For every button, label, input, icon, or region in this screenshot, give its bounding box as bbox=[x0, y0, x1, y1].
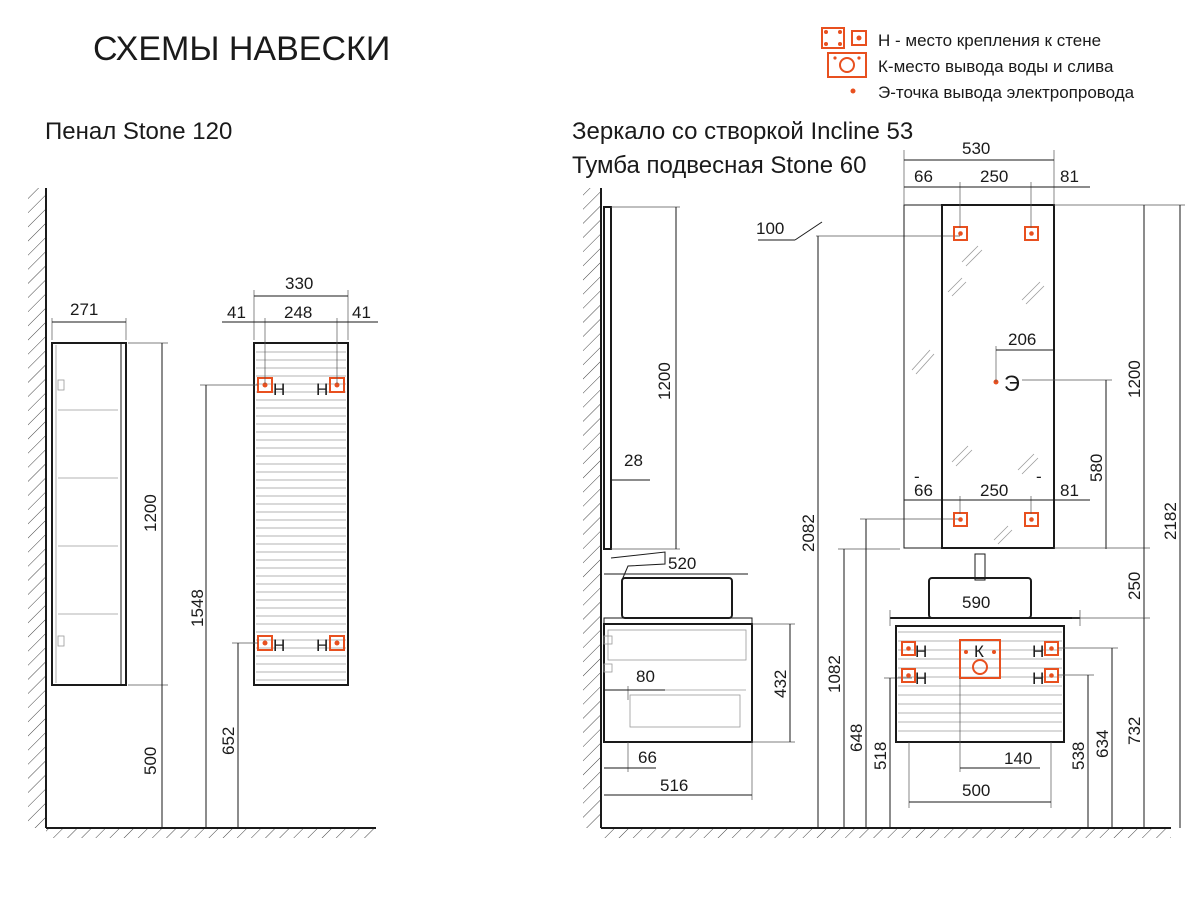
dim-100: 100 bbox=[756, 219, 784, 238]
pencil-case-front-view bbox=[253, 342, 349, 686]
dim-530: 530 bbox=[962, 139, 990, 158]
legend-mount-label: Н - место крепления к стене bbox=[878, 31, 1101, 50]
dim-634: 634 bbox=[1093, 730, 1112, 758]
dim-520: 520 bbox=[668, 554, 696, 573]
section-title-cabinet: Тумба подвесная Stone 60 bbox=[572, 152, 866, 179]
dim-1200-mirror: 1200 bbox=[1125, 360, 1144, 398]
dim-206: 206 bbox=[1008, 330, 1036, 349]
mirror-mount-tl bbox=[953, 226, 968, 241]
mark-h-tr: Н bbox=[316, 380, 328, 399]
mark-h-bl: Н bbox=[273, 636, 285, 655]
dim-432: 432 bbox=[771, 670, 790, 698]
dim-28: 28 bbox=[624, 451, 643, 470]
mount-point-icon bbox=[821, 27, 867, 49]
dim-590: 590 bbox=[962, 593, 990, 612]
cabinet-mount-bl bbox=[901, 668, 916, 683]
dim-250-bottom: 250 bbox=[980, 481, 1008, 500]
dim-1548: 1548 bbox=[188, 589, 207, 627]
dim-2082: 2082 bbox=[799, 514, 818, 552]
cabinet-mount-tl bbox=[901, 641, 916, 656]
mark-h-cab-tl: Н bbox=[915, 642, 927, 661]
dim-248: 248 bbox=[284, 303, 312, 322]
dim-500-cabinet: 500 bbox=[962, 781, 990, 800]
mark-h-tl: Н bbox=[273, 380, 285, 399]
dim-330: 330 bbox=[285, 274, 313, 293]
mirror-front-view bbox=[941, 204, 1055, 549]
pencil-case-drawing: 271 1200 500 Н Н Н Н 330 41 24 bbox=[28, 188, 378, 838]
mark-h-cab-br: Н bbox=[1032, 669, 1044, 688]
floor-hatching bbox=[46, 828, 376, 838]
cabinet-side-view bbox=[603, 623, 753, 743]
dim-66-side: 66 bbox=[638, 748, 657, 767]
mount-point-br bbox=[329, 635, 345, 651]
dim-1082: 1082 bbox=[825, 655, 844, 693]
cabinet-mount-tr bbox=[1044, 641, 1059, 656]
dim-580: 580 bbox=[1087, 454, 1106, 482]
wall-hatching-right bbox=[583, 188, 601, 828]
dim-81-top: 81 bbox=[1060, 167, 1079, 186]
mirror-cabinet-drawing: 1200 28 520 80 432 66 516 bbox=[583, 139, 1185, 838]
dim-1200-mirror-side: 1200 bbox=[655, 362, 674, 400]
dim-652: 652 bbox=[219, 727, 238, 755]
mirror-mount-bl bbox=[953, 512, 968, 527]
legend: Н - место крепления к стене К-место выво… bbox=[821, 27, 1135, 102]
dim-250-gap: 250 bbox=[1125, 572, 1144, 600]
cabinet-mount-br bbox=[1044, 668, 1059, 683]
mark-dash-right: - bbox=[1036, 467, 1042, 486]
mark-h-br: Н bbox=[316, 636, 328, 655]
mark-dash-left: - bbox=[914, 467, 920, 486]
dim-732: 732 bbox=[1125, 717, 1144, 745]
legend-water-label: К-место вывода воды и слива bbox=[878, 57, 1114, 76]
dim-250-top: 250 bbox=[980, 167, 1008, 186]
dim-538: 538 bbox=[1069, 742, 1088, 770]
dim-2182: 2182 bbox=[1161, 502, 1180, 540]
dim-516: 516 bbox=[660, 776, 688, 795]
dim-81-bottom: 81 bbox=[1060, 481, 1079, 500]
basin-side bbox=[621, 577, 733, 619]
mirror-side-view bbox=[603, 206, 612, 550]
mark-h-cab-bl: Н bbox=[915, 669, 927, 688]
page-title: СХЕМЫ НАВЕСКИ bbox=[93, 30, 390, 68]
mirror-mount-br bbox=[1024, 512, 1039, 527]
dim-1200-left: 1200 bbox=[141, 494, 160, 532]
mirror-glare bbox=[911, 245, 1045, 545]
mirror-mount-tr bbox=[1024, 226, 1039, 241]
wall-hatching bbox=[28, 188, 46, 828]
dim-648: 648 bbox=[847, 724, 866, 752]
dim-140: 140 bbox=[1004, 749, 1032, 768]
dim-66-bottom: 66 bbox=[914, 481, 933, 500]
dim-41-left: 41 bbox=[227, 303, 246, 322]
dim-66-top: 66 bbox=[914, 167, 933, 186]
legend-electric-label: Э-точка вывода электропровода bbox=[878, 83, 1135, 102]
electric-point-icon bbox=[850, 88, 856, 94]
water-outlet-icon bbox=[827, 52, 867, 78]
section-title-pencil-case: Пенал Stone 120 bbox=[45, 118, 232, 145]
dim-41-right: 41 bbox=[352, 303, 371, 322]
dim-271: 271 bbox=[70, 300, 98, 319]
floor-hatching-right bbox=[601, 828, 1171, 838]
mark-k: К bbox=[974, 642, 984, 661]
section-title-mirror: Зеркало со створкой Incline 53 bbox=[572, 118, 913, 145]
faucet-side bbox=[610, 551, 666, 581]
dim-518: 518 bbox=[871, 742, 890, 770]
dim-500-left: 500 bbox=[141, 747, 160, 775]
pencil-case-side-view bbox=[51, 342, 127, 686]
faucet-front bbox=[974, 553, 986, 581]
mark-e: Э bbox=[1004, 371, 1020, 396]
cabinet-front-view bbox=[895, 625, 1065, 743]
dim-80: 80 bbox=[636, 667, 655, 686]
mark-h-cab-tr: Н bbox=[1032, 642, 1044, 661]
water-outlet-zone bbox=[959, 639, 1001, 679]
